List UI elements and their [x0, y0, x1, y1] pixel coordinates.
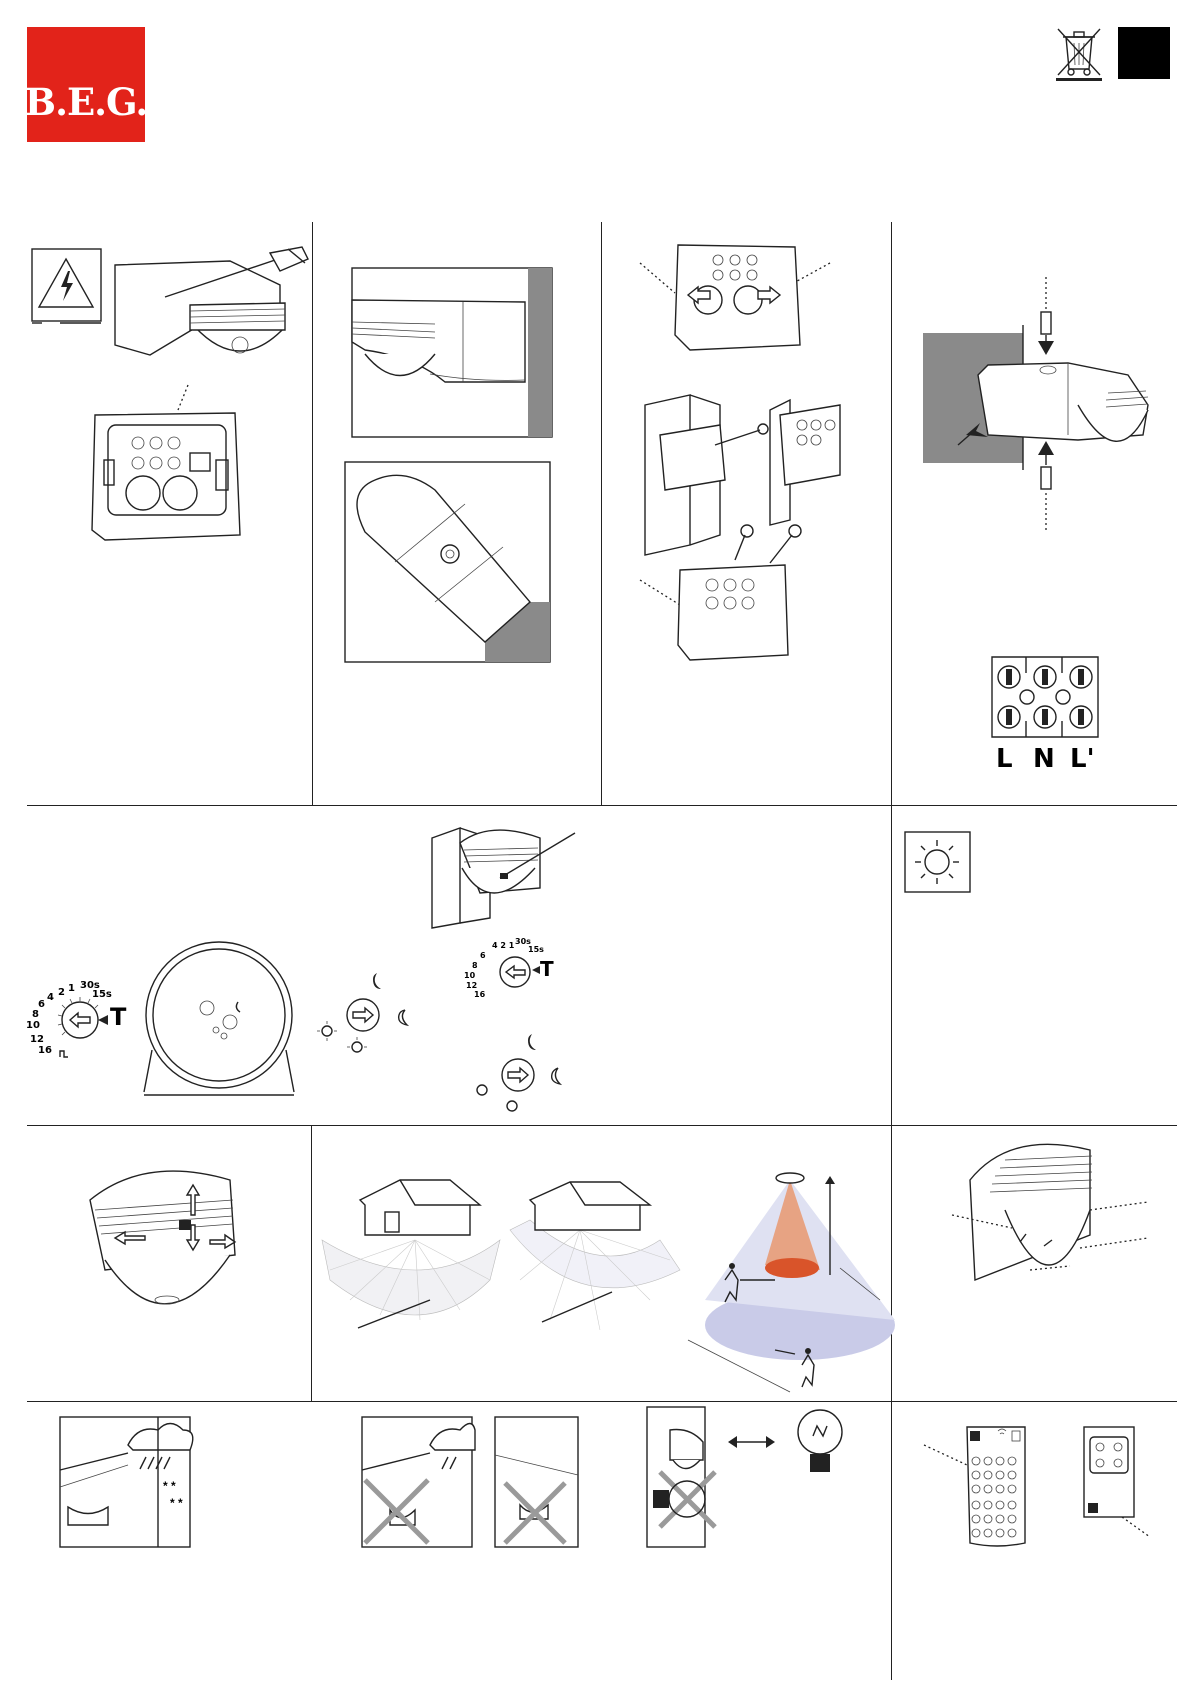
divider-v3	[891, 222, 892, 1680]
time-dial: 1 2 4 6 8 10 12 16 30s 15s T	[30, 975, 130, 1065]
time-mark-8: 8	[32, 1009, 39, 1020]
terminal-screws	[998, 666, 1092, 728]
time-mark-6: 6	[38, 999, 45, 1010]
beg-logo: B.E.G.	[27, 27, 145, 142]
sun-icon	[903, 830, 973, 894]
sensor-front-view-with-dials	[142, 940, 297, 1100]
divider-h1	[27, 805, 1177, 806]
light-level-dial-1	[315, 965, 415, 1060]
time-mark-16: 16	[38, 1045, 52, 1056]
terminal-block-diagram: L N L'	[990, 655, 1100, 775]
time-mark-4: 4	[47, 992, 54, 1003]
terminal-housing-illustration	[92, 413, 240, 540]
sensor-corner-mounted-illustration	[430, 818, 580, 928]
time-mark-10: 10	[26, 1020, 40, 1031]
divider-v1	[312, 222, 313, 805]
svg-text:15s: 15s	[528, 945, 544, 954]
svg-text:12: 12	[466, 981, 477, 990]
divider-h3	[27, 1401, 1177, 1402]
terminal-label-l: L	[996, 744, 1013, 774]
lens-rotation-illustration	[85, 1160, 235, 1310]
svg-text:8: 8	[472, 961, 478, 970]
panel-open-cover	[30, 245, 310, 555]
panel-housing-install	[620, 235, 890, 665]
time-dial-small: 6 4 2 1 30s 15s 8 10 12 16 T	[470, 930, 570, 1010]
panel-mounting-views	[335, 262, 565, 672]
terminal-label-n: N	[1033, 744, 1055, 774]
svg-text:10: 10	[464, 971, 476, 980]
rain-weather-illustration: * * * *	[58, 1415, 198, 1555]
black-square-marker	[1118, 27, 1170, 79]
ceiling-detection-cone	[688, 1173, 895, 1392]
house-range-1	[322, 1180, 500, 1328]
time-mark-15s: 15s	[92, 989, 112, 1000]
weee-bin-icon	[1054, 25, 1104, 81]
remote-control-illustration	[922, 1425, 1152, 1575]
svg-text:* *: * *	[163, 1479, 176, 1493]
distance-from-lamp-illustration	[645, 1402, 860, 1552]
detection-range-illustration	[320, 1170, 885, 1395]
house-range-2	[510, 1182, 680, 1330]
sensor-with-screwdriver-illustration	[115, 247, 308, 355]
time-mark-1: 1	[68, 983, 75, 994]
svg-text:4 2 1: 4 2 1	[492, 941, 515, 950]
divider-h2	[27, 1125, 1177, 1126]
time-mark-12: 12	[30, 1034, 44, 1045]
lightbulb-icon	[798, 1410, 842, 1472]
divider-v2	[601, 222, 602, 805]
svg-text:T: T	[540, 957, 554, 981]
logo-text: B.E.G.	[25, 80, 147, 124]
test-mode-label: T	[110, 1003, 127, 1031]
time-mark-2: 2	[58, 987, 65, 998]
divider-v4	[311, 1125, 312, 1401]
terminal-label-l-prime: L'	[1070, 744, 1095, 774]
svg-text:16: 16	[474, 990, 486, 999]
svg-text:6: 6	[480, 951, 486, 960]
light-level-dial-2	[470, 1030, 570, 1125]
incorrect-placement-illustration	[360, 1415, 585, 1555]
lens-masking-illustration	[950, 1140, 1155, 1300]
high-voltage-warning-icon	[32, 249, 101, 323]
svg-text:* *: * *	[170, 1496, 183, 1510]
